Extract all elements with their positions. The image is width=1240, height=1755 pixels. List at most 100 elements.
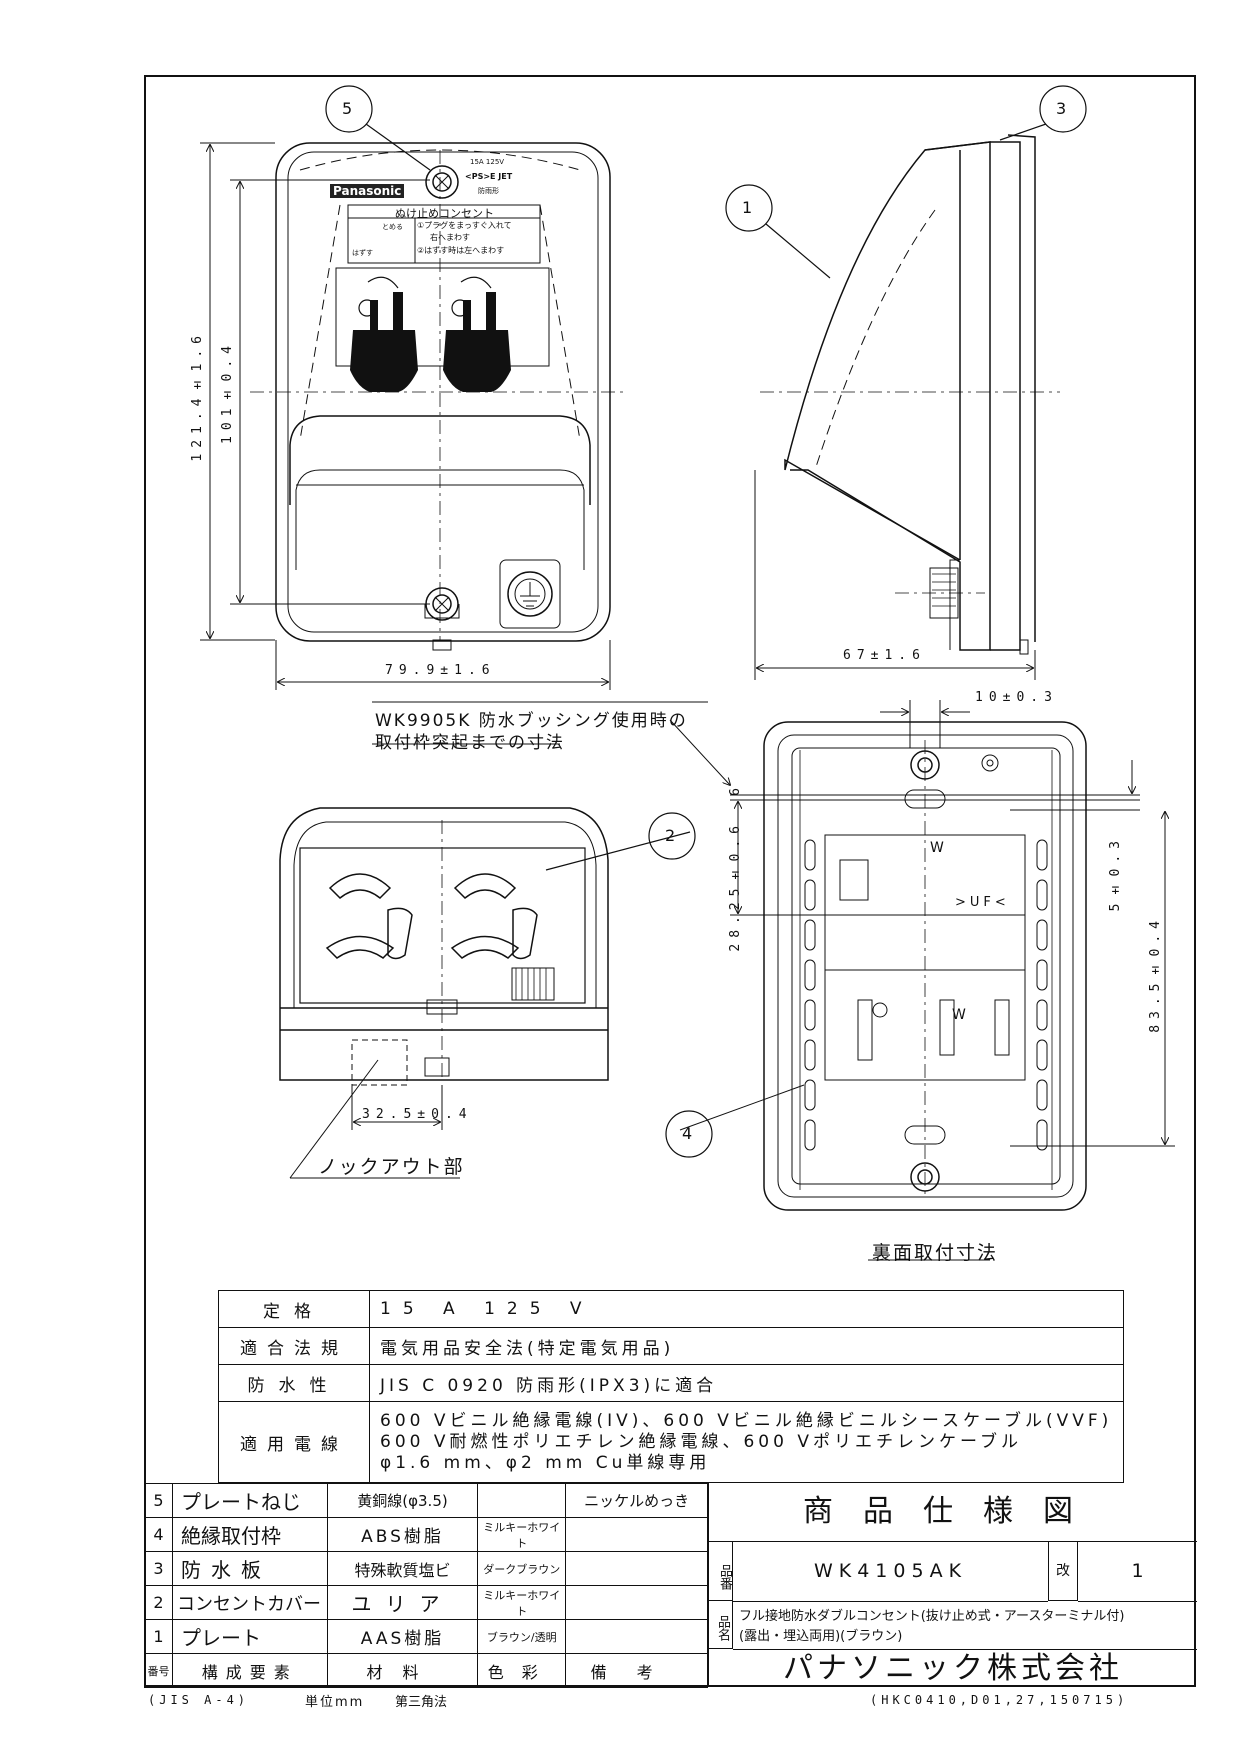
cert-mark: <PS>E JET bbox=[465, 172, 513, 181]
label-uf: >UF< bbox=[955, 895, 1010, 910]
bom-header-part: 構成要素 bbox=[171, 1653, 328, 1688]
bom-row: 5 プレートねじ 黄銅線(φ3.5) ニッケルめっき bbox=[144, 1483, 708, 1518]
bom-material: 黄銅線(φ3.5) bbox=[326, 1483, 479, 1518]
bom-color: ダークブラウン bbox=[477, 1551, 567, 1586]
bom-part: コンセントカバー bbox=[171, 1585, 328, 1620]
label-w-upper: W bbox=[930, 840, 944, 856]
bom-no: 2 bbox=[144, 1585, 173, 1620]
title-block: 商品仕様図 品番 WK4105AK 改 1 品名 フル接地防水ダブルコンセント(… bbox=[708, 1483, 1197, 1687]
company-name: パナソニック株式会社 bbox=[783, 1651, 1123, 1686]
bom-row: 4 絶縁取付枠 ABS樹脂 ミルキーホワイト bbox=[144, 1517, 708, 1552]
spec-head: 防水性 bbox=[218, 1364, 370, 1402]
lock-left-lock: とめる bbox=[382, 223, 403, 231]
callout-4: 4 bbox=[682, 1124, 693, 1143]
bom-remarks bbox=[565, 1619, 708, 1654]
footer-unit: 単位mm bbox=[305, 1695, 365, 1710]
bom-material: 特殊軟質塩ビ bbox=[326, 1551, 479, 1586]
front-view bbox=[250, 142, 625, 651]
spec-row: 定格 15 A 125 V bbox=[218, 1290, 1124, 1328]
spec-value: 電気用品安全法(特定電気用品) bbox=[369, 1327, 1124, 1365]
bom-row: 3 防水板 特殊軟質塩ビ ダークブラウン bbox=[144, 1551, 708, 1586]
lock-step1b: 右へまわす bbox=[430, 233, 470, 242]
dim-knockout: 32.5±0.4 bbox=[362, 1107, 473, 1122]
spec-row: 防水性 JIS C 0920 防雨形(IPX3)に適合 bbox=[218, 1364, 1124, 1402]
back-view bbox=[763, 721, 1087, 1211]
spec-table: 定格 15 A 125 V 適合法規 電気用品安全法(特定電気用品) 防水性 J… bbox=[218, 1290, 1124, 1483]
bom-header-material: 材料 bbox=[326, 1653, 479, 1688]
rev-label: 改 bbox=[1048, 1541, 1078, 1601]
bom-no: 3 bbox=[144, 1551, 173, 1586]
bom-color: ミルキーホワイト bbox=[477, 1517, 567, 1552]
bom-header-row: 番号 構成要素 材料 色彩 備考 bbox=[144, 1653, 708, 1688]
bom-remarks bbox=[565, 1551, 708, 1586]
label-w-lower: W bbox=[952, 1007, 966, 1023]
spec-head: 適合法規 bbox=[218, 1327, 370, 1365]
part-no-label: 品番 bbox=[709, 1541, 733, 1601]
bom-header-remarks: 備考 bbox=[565, 1653, 708, 1688]
footer-code: (HKC0410,D01,27,150715) bbox=[870, 1693, 1129, 1707]
spec-row: 適合法規 電気用品安全法(特定電気用品) bbox=[218, 1327, 1124, 1365]
bom-material: AAS樹脂 bbox=[326, 1619, 479, 1654]
bom-color: ミルキーホワイト bbox=[477, 1585, 567, 1620]
bom-header-color: 色彩 bbox=[477, 1653, 567, 1688]
product-name-line2: (露出・埋込両用)(ブラウン) bbox=[739, 1629, 903, 1644]
bom-no: 1 bbox=[144, 1619, 173, 1654]
dim-back-left: 28.25±0.6 bbox=[728, 820, 743, 952]
front-rating-small: 15A 125V bbox=[470, 158, 505, 166]
rev: 1 bbox=[1078, 1541, 1197, 1602]
spec-value: 15 A 125 V bbox=[369, 1290, 1124, 1328]
dim-side-depth: 67±1.6 bbox=[843, 648, 926, 663]
callout-1: 1 bbox=[742, 198, 753, 217]
product-name-line1: フル接地防水ダブルコンセント(抜け止め式・アースターミナル付) bbox=[739, 1609, 1125, 1624]
bom-remarks bbox=[565, 1517, 708, 1552]
dim-back-left-small: 6 bbox=[728, 782, 743, 796]
callout-3: 3 bbox=[1056, 99, 1067, 118]
back-caption: 裏面取付寸法 bbox=[872, 1242, 999, 1264]
bom-no: 5 bbox=[144, 1483, 173, 1518]
callout-2: 2 bbox=[665, 826, 676, 845]
title-block-title: 商品仕様図 bbox=[709, 1483, 1197, 1542]
bom-material: ABS樹脂 bbox=[326, 1517, 479, 1552]
brand-logo-text: Panasonic bbox=[330, 184, 405, 198]
rain-label: 防雨形 bbox=[478, 187, 499, 195]
lock-step1: ①プラグをまっすぐ入れて bbox=[417, 221, 512, 230]
bom-row: 1 プレート AAS樹脂 ブラウン/透明 bbox=[144, 1619, 708, 1654]
callout-5: 5 bbox=[342, 99, 353, 118]
footer-jis: (JIS A-4) bbox=[148, 1693, 250, 1707]
dim-front-height-inner: 101±0.4 bbox=[220, 340, 235, 444]
bom-part: 防水板 bbox=[171, 1551, 328, 1586]
bushing-note-line1: WK9905K 防水ブッシング使用時の bbox=[375, 711, 688, 731]
bom-header-no: 番号 bbox=[144, 1653, 173, 1688]
lock-title: ぬけ止めコンセント bbox=[395, 207, 494, 220]
plug-silhouettes bbox=[350, 292, 511, 392]
bom-remarks bbox=[565, 1585, 708, 1620]
bom-part: 絶縁取付枠 bbox=[171, 1517, 328, 1552]
knockout-label: ノックアウト部 bbox=[318, 1156, 465, 1178]
dim-front-height-outer: 121.4±1.6 bbox=[190, 330, 205, 462]
spec-value: JIS C 0920 防雨形(IPX3)に適合 bbox=[369, 1364, 1124, 1402]
name-label: 品名 bbox=[709, 1601, 733, 1649]
title-divider bbox=[733, 1649, 1197, 1650]
part-no: WK4105AK bbox=[733, 1541, 1048, 1602]
dim-back-right: 83.5±0.4 bbox=[1148, 915, 1163, 1033]
lock-step2: ②はずす時は左へまわす bbox=[417, 246, 505, 255]
spec-wire-line: 600 Vビニル絶縁電線(IV)、600 Vビニル絶縁ビニルシースケーブル(VV… bbox=[380, 1410, 1113, 1431]
dim-back-top: 10±0.3 bbox=[975, 690, 1058, 705]
bottom-view bbox=[279, 807, 609, 1086]
spec-wire-line: 600 V耐燃性ポリエチレン絶縁電線、600 Vポリエチレンケーブル bbox=[380, 1431, 1022, 1452]
footer-projection: 第三角法 bbox=[395, 1695, 448, 1710]
spec-head: 適用電線 bbox=[218, 1401, 370, 1483]
bom-row: 2 コンセントカバー ユリア ミルキーホワイト bbox=[144, 1585, 708, 1620]
dim-back-right-small: 5±0.3 bbox=[1108, 835, 1123, 912]
bom-part: プレート bbox=[171, 1619, 328, 1654]
side-view bbox=[760, 134, 1060, 655]
bom-part: プレートねじ bbox=[171, 1483, 328, 1518]
bom-table: 5 プレートねじ 黄銅線(φ3.5) ニッケルめっき 4 絶縁取付枠 ABS樹脂… bbox=[144, 1483, 708, 1688]
spec-wire-line: φ1.6 mm、φ2 mm Cu単線専用 bbox=[380, 1452, 711, 1473]
bom-color bbox=[477, 1483, 567, 1518]
dim-front-width: 79.9±1.6 bbox=[385, 663, 496, 678]
bom-material: ユリア bbox=[326, 1585, 479, 1620]
bom-remarks: ニッケルめっき bbox=[565, 1483, 708, 1518]
bushing-note-line2: 取付枠突起までの寸法 bbox=[375, 733, 565, 753]
